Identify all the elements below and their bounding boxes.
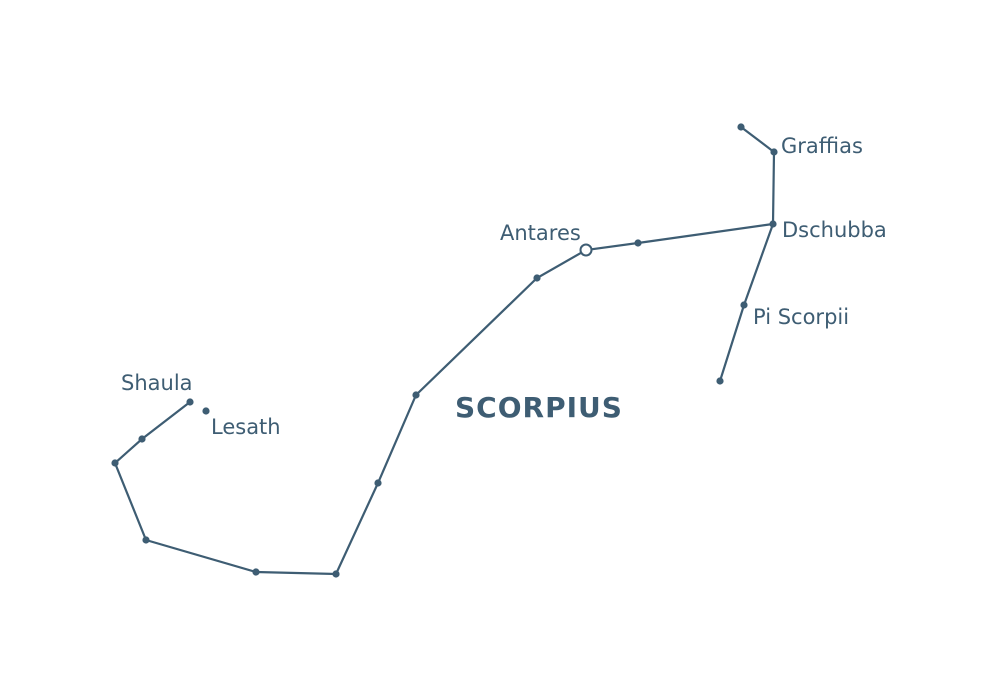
star-dot: [111, 459, 119, 467]
star-shaula: [186, 398, 194, 406]
star-pi-scorpii: [740, 301, 748, 309]
constellation-lines: [113, 125, 776, 576]
label-graffias: Graffias: [781, 134, 863, 158]
star-dot: [737, 123, 745, 131]
star-graffias: [770, 148, 778, 156]
line-body-tail: [113, 222, 775, 576]
star-labels: Graffias Dschubba Antares Pi Scorpii Sha…: [121, 134, 887, 439]
star-dschubba: [769, 220, 777, 228]
constellation-title: SCORPIUS: [455, 391, 623, 424]
star-dot: [252, 568, 260, 576]
label-lesath: Lesath: [211, 415, 281, 439]
line-graffias-branch: [739, 125, 776, 226]
star-dot: [142, 536, 150, 544]
star-dot: [716, 377, 724, 385]
label-dschubba: Dschubba: [782, 218, 887, 242]
star-lesath: [202, 407, 210, 415]
star-dot: [374, 479, 382, 487]
stars: [111, 123, 778, 578]
label-shaula: Shaula: [121, 371, 193, 395]
star-dot: [634, 239, 642, 247]
star-dot: [332, 570, 340, 578]
star-dot: [412, 391, 420, 399]
label-antares: Antares: [500, 221, 581, 245]
star-dot: [138, 435, 146, 443]
label-pi-scorpii: Pi Scorpii: [753, 305, 849, 329]
star-dot: [533, 274, 541, 282]
star-antares: [579, 243, 593, 257]
